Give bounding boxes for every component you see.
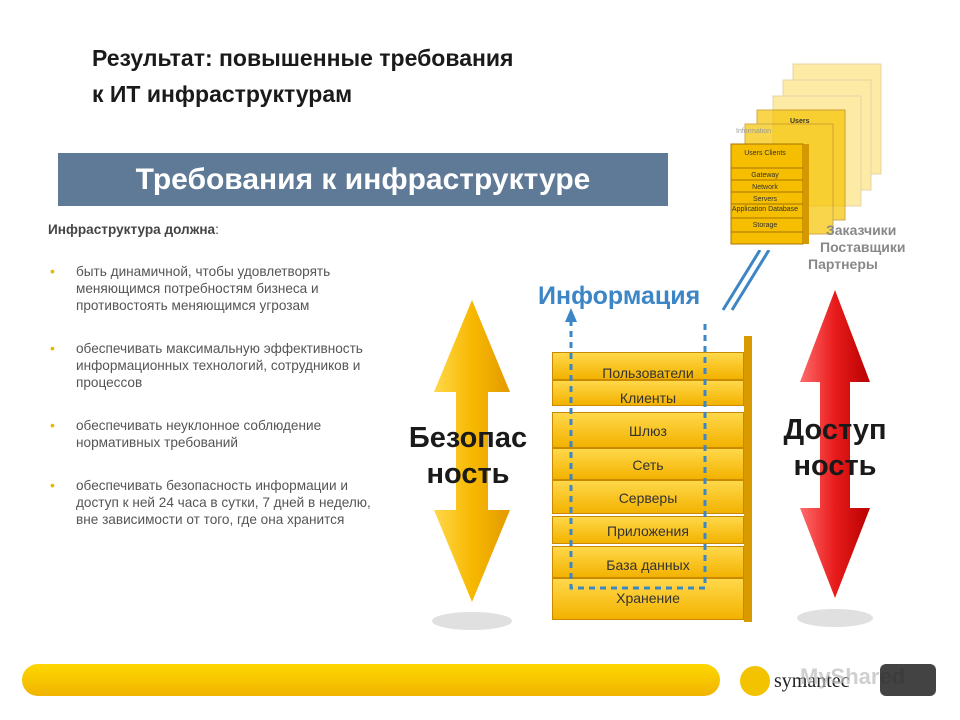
banner-title: Требования к инфраструктуре <box>135 163 591 196</box>
stack-layer-database: База данных <box>552 546 744 578</box>
intro-bold: Инфраструктура должна <box>48 222 216 237</box>
security-label-line-1: Безопас <box>408 422 528 454</box>
access-label: Доступ ность <box>770 412 900 484</box>
footer-logo-area: symantec MyShared <box>740 662 940 700</box>
group-customers: Заказчики <box>826 222 897 238</box>
security-arrow-icon <box>432 300 512 630</box>
layer-label: Шлюз <box>629 423 667 439</box>
stack-layer-servers: Серверы <box>552 480 744 514</box>
bullet-icon: • <box>50 417 55 433</box>
information-label: Информация <box>538 282 701 310</box>
title-line-1: Результат: повышенные требования <box>92 45 514 71</box>
mini-layer-label: Users Clients <box>744 150 786 157</box>
stack-layer-network: Сеть <box>552 448 744 480</box>
information-flow-lines <box>565 250 771 590</box>
infrastructure-stack <box>552 330 752 622</box>
stack-layer-users: Пользователи <box>552 352 744 381</box>
stack-layer-applications: Приложения <box>552 516 744 544</box>
symantec-logo-icon <box>740 666 770 696</box>
bullet-text: обеспечивать неуклонное соблюдение норма… <box>76 418 322 450</box>
bullet-icon: • <box>50 263 55 279</box>
mini-layer-label: Servers <box>752 196 778 203</box>
bullet-text: обеспечивать максимальную эффективность … <box>76 341 363 390</box>
intro-text: Инфраструктура должна: <box>48 222 378 237</box>
mini-info-label: Information <box>736 128 772 135</box>
stakeholder-labels: Заказчики Поставщики Партнеры <box>808 222 906 273</box>
intro-colon: : <box>215 222 219 237</box>
security-label-line-2: ность <box>426 458 510 490</box>
layer-label: Приложения <box>607 523 689 539</box>
layer-label: Пользователи <box>602 365 694 381</box>
bullet-text: обеспечивать безопасность информации и д… <box>76 478 371 527</box>
slide-title: Результат: повышенные требования к ИТ ин… <box>92 40 652 112</box>
stack-side <box>744 336 752 622</box>
watermark-badge <box>880 664 936 696</box>
mini-users-label: Users <box>790 118 810 125</box>
bullet-icon: • <box>50 477 55 493</box>
mini-layer-label: Gateway <box>751 172 779 179</box>
list-item: • обеспечивать максимальную эффективность… <box>48 340 378 391</box>
brand-name: symantec <box>774 670 850 692</box>
mini-layer-label: Network <box>752 184 778 191</box>
list-item: • обеспечивать безопасность информации и … <box>48 477 378 528</box>
stack-layer-gateway: Шлюз <box>552 412 744 448</box>
layer-label: Серверы <box>618 490 678 506</box>
mini-stack-labels: Users Clients Gateway Network Servers Ap… <box>729 146 801 232</box>
layer-label: Хранение <box>616 590 680 606</box>
title-line-2: к ИТ инфраструктурам <box>92 81 353 107</box>
security-label: Безопас ность <box>398 420 538 492</box>
mini-layer-label: Storage <box>752 222 778 229</box>
access-arrow-icon <box>797 290 873 627</box>
access-label-line-1: Доступ <box>783 414 887 446</box>
section-banner: Требования к инфраструктуре <box>58 153 668 206</box>
list-item: • быть динамичной, чтобы удовлетворять ме… <box>48 263 378 314</box>
group-partners: Партнеры <box>808 256 878 272</box>
access-label-line-2: ность <box>793 450 877 482</box>
stack-layer-clients: Клиенты <box>552 380 744 406</box>
requirements-list: Инфраструктура должна: • быть динамичной,… <box>48 222 378 554</box>
stack-layer-storage: Хранение <box>552 578 744 620</box>
list-item: • обеспечивать неуклонное соблюдение норм… <box>48 417 378 451</box>
mini-layer-label: Application Database <box>731 206 799 213</box>
layer-label: База данных <box>606 557 690 573</box>
bullet-text: быть динамичной, чтобы удовлетворять мен… <box>76 264 331 313</box>
layer-label: Клиенты <box>619 390 677 406</box>
group-suppliers: Поставщики <box>820 239 906 255</box>
server-stack-icon <box>730 63 882 245</box>
footer-bar <box>22 664 720 696</box>
bullet-icon: • <box>50 340 55 356</box>
layer-label: Сеть <box>632 457 664 473</box>
